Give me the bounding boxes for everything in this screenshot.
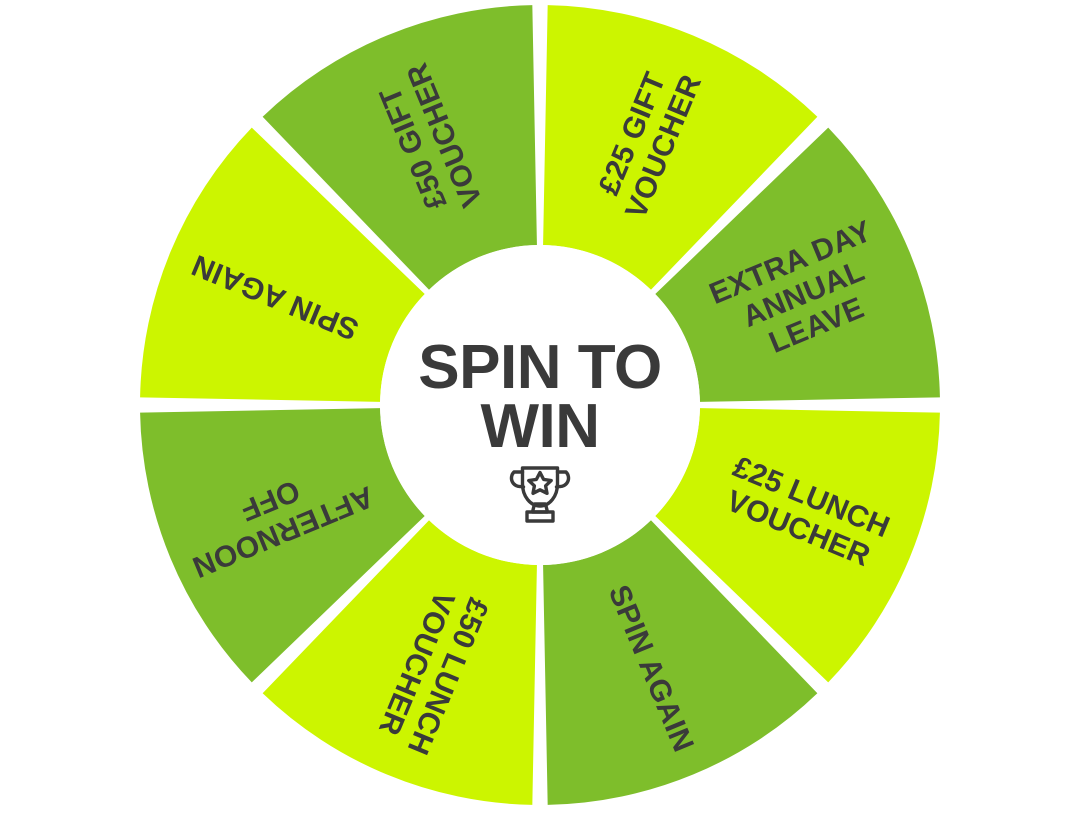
- hub-title-line-1: SPIN TO: [418, 333, 661, 402]
- wheel-segment[interactable]: [140, 127, 425, 402]
- wheel-hub: [380, 245, 700, 565]
- wheel-segment[interactable]: [140, 408, 425, 683]
- wheel-segments-group: [140, 5, 940, 805]
- wheel-segment[interactable]: [543, 5, 818, 290]
- wheel-segment[interactable]: [543, 520, 818, 805]
- wheel-segment[interactable]: [262, 520, 537, 805]
- wheel-segment[interactable]: [262, 5, 537, 290]
- trophy-icon: [509, 466, 571, 523]
- hub-title-line-2: WIN: [480, 392, 599, 461]
- wheel-segment[interactable]: [655, 408, 940, 683]
- wheel-segment[interactable]: [655, 127, 940, 402]
